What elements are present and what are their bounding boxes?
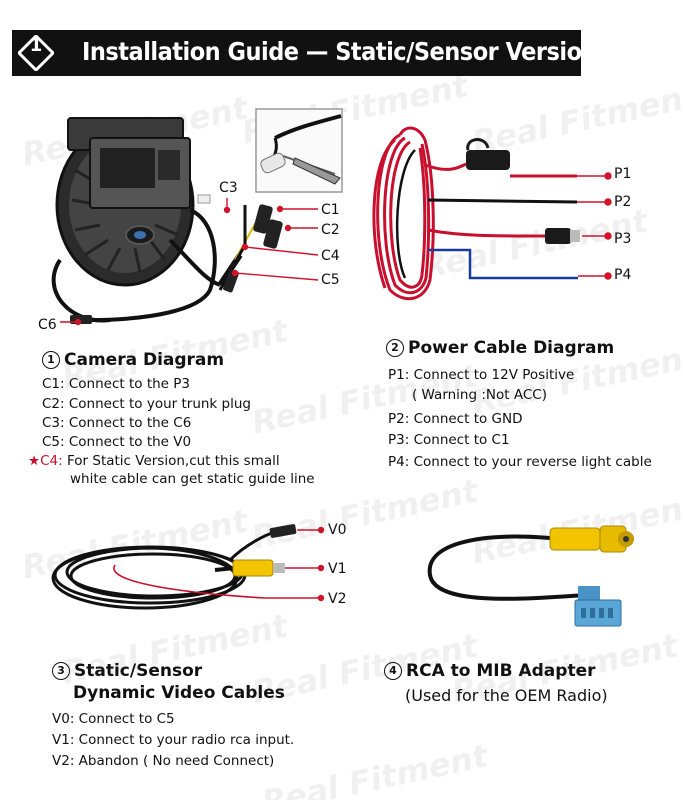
label-p3: P3 — [614, 231, 632, 247]
video-line-v1: V1: Connect to your radio rca input. — [52, 732, 295, 748]
camera-illustration — [51, 117, 319, 326]
label-v0: V0 — [328, 522, 347, 538]
camera-line-c1: C1: Connect to the P3 — [42, 376, 191, 392]
camera-line-c4: ★C4: For Static Version,cut this small — [28, 453, 280, 469]
step-number: 1 — [29, 35, 43, 56]
label-c5: C5 — [321, 272, 340, 288]
power-line-warning: ( Warning :Not ACC) — [412, 387, 547, 403]
section-number-1: 1 — [42, 351, 60, 369]
camera-line-c3: C3: Connect to the C6 — [42, 415, 192, 431]
label-p1: P1 — [614, 166, 632, 182]
page-title: Installation Guide — Static/Sensor Versi… — [82, 37, 598, 66]
label-p2: P2 — [614, 194, 632, 210]
camera-line-c4-cont: white cable can get static guide line — [70, 471, 315, 487]
video-line-v2: V2: Abandon ( No need Connect) — [52, 753, 275, 769]
cut-wire-inset — [255, 108, 343, 193]
power-line-p4: P4: Connect to your reverse light cable — [388, 454, 652, 470]
video-cables-title-line2: Dynamic Video Cables — [73, 683, 285, 703]
video-line-v0: V0: Connect to C5 — [52, 711, 175, 727]
label-v2: V2 — [328, 591, 347, 607]
power-cable-illustration — [372, 126, 612, 301]
label-c6: C6 — [38, 317, 57, 333]
header-bar — [12, 30, 581, 76]
power-line-p1: P1: Connect to 12V Positive — [388, 367, 575, 383]
adapter-illustration — [427, 525, 634, 627]
label-p4: P4 — [614, 267, 632, 283]
label-c3: C3 — [219, 180, 238, 196]
camera-line-c2: C2: Connect to your trunk plug — [42, 396, 251, 412]
label-c2: C2 — [321, 222, 340, 238]
label-v1: V1 — [328, 561, 347, 577]
diamond-icon — [18, 35, 54, 71]
camera-line-c5: C5: Connect to the V0 — [42, 434, 192, 450]
step-badge: 1 — [18, 35, 54, 71]
section-number-2: 2 — [386, 339, 404, 357]
section-number-4: 4 — [384, 662, 402, 680]
adapter-subtitle: (Used for the OEM Radio) — [405, 686, 608, 705]
section-number-3: 3 — [52, 662, 70, 680]
label-c4: C4 — [321, 248, 340, 264]
video-cable-illustration — [51, 524, 325, 610]
power-line-p3: P3: Connect to C1 — [388, 432, 510, 448]
label-c1: C1 — [321, 202, 340, 218]
power-line-p2: P2: Connect to GND — [388, 411, 523, 427]
star-icon: ★ — [28, 453, 41, 469]
